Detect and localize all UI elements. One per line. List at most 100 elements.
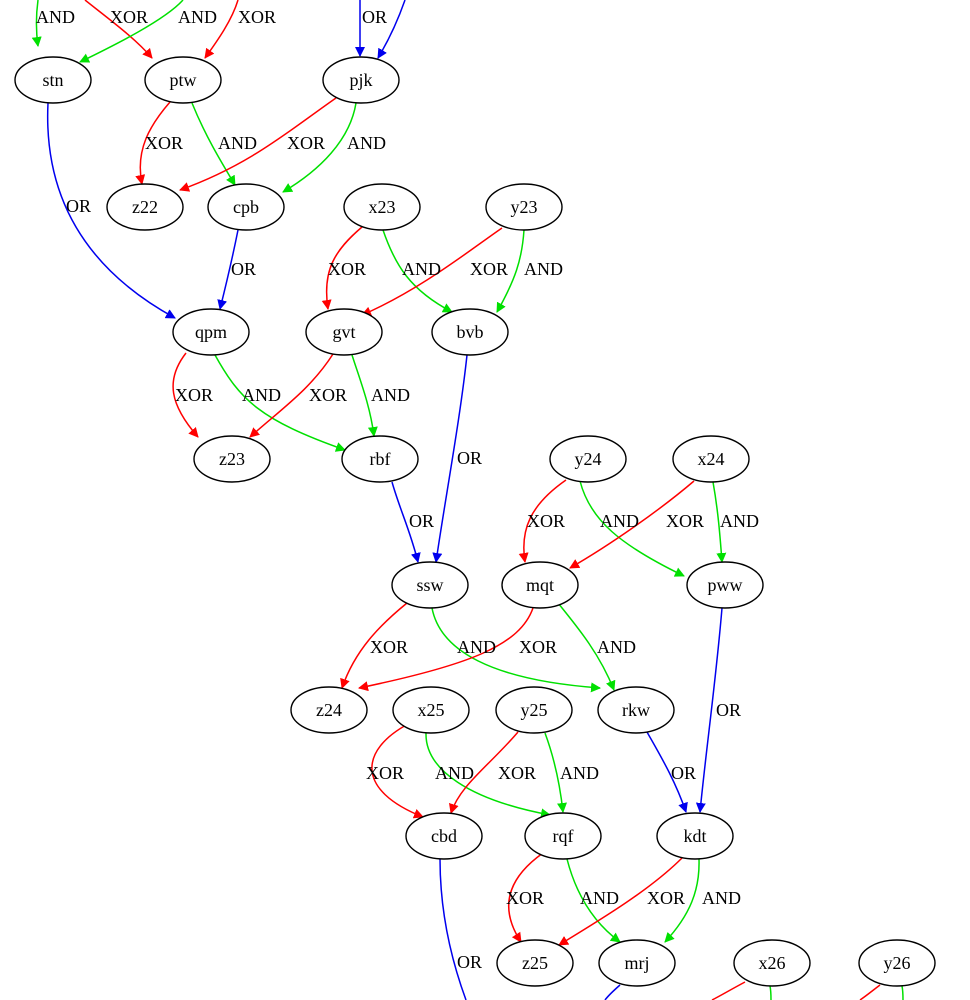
node-ellipse: [391, 561, 469, 609]
edge-in-to-stn-and: [79, 0, 184, 63]
edge-rkw-to-kdt-or: [646, 731, 688, 813]
edge-label-xor: XOR: [527, 511, 565, 531]
node-label: gvt: [332, 322, 355, 342]
node-ellipse: [172, 308, 250, 356]
edge-x25-to-cbd-xor: [371, 723, 424, 819]
edge-stn-to-qpm-or: [46, 102, 176, 319]
edge-label-and: AND: [402, 259, 441, 279]
node-label: y25: [521, 700, 548, 720]
edge-pjk-to-z22-xor: [179, 97, 337, 192]
edge-label-and: AND: [347, 133, 386, 153]
node-ellipse: [686, 561, 764, 609]
edge-label-and: AND: [560, 763, 599, 783]
edge-pww-to-kdt-or: [695, 607, 723, 813]
edge-ssw-to-z24-xor: [340, 602, 408, 689]
edge-label-xor: XOR: [366, 763, 404, 783]
edge-label-and: AND: [242, 385, 281, 405]
edge-x26-to-out-xor: [711, 981, 746, 1000]
node-x25: x25: [392, 686, 470, 734]
edge-label-xor: XOR: [175, 385, 213, 405]
node-z25: z25: [496, 939, 574, 987]
edge-label-or: OR: [231, 259, 256, 279]
node-mqt: mqt: [501, 561, 579, 609]
edge-label-xor: XOR: [506, 888, 544, 908]
node-label: z24: [316, 700, 342, 720]
edge-in-to-stn-and: [31, 0, 42, 47]
node-label: y23: [511, 197, 538, 217]
edge-qpm-to-z23-xor: [172, 352, 199, 438]
edge-y24-to-mqt-xor: [518, 479, 567, 563]
edge-label-or: OR: [66, 196, 91, 216]
node-cbd: cbd: [405, 812, 483, 860]
edge-label-xor: XOR: [145, 133, 183, 153]
node-ellipse: [549, 435, 627, 483]
edge-label-or: OR: [409, 511, 434, 531]
node-z22: z22: [106, 183, 184, 231]
node-ellipse: [672, 435, 750, 483]
node-ellipse: [485, 183, 563, 231]
edge-label-xor: XOR: [370, 637, 408, 657]
edge-label-xor: XOR: [110, 7, 148, 27]
edge-label-xor: XOR: [519, 637, 557, 657]
node-gvt: gvt: [305, 308, 383, 356]
edge-x25-to-rqf-and: [425, 732, 551, 819]
edge-y26-to-out-and: [901, 985, 904, 1000]
edge-label-or: OR: [362, 7, 387, 27]
edge-mrj-to-out-or: [604, 984, 621, 1000]
node-ellipse: [733, 939, 811, 987]
edge-label-or: OR: [457, 448, 482, 468]
edge-label-and: AND: [580, 888, 619, 908]
edge-kdt-to-mrj-and: [664, 858, 700, 943]
edges-layer: [31, 0, 904, 1000]
node-ellipse: [524, 812, 602, 860]
edge-x24-to-pww-and: [712, 481, 727, 563]
node-pww: pww: [686, 561, 764, 609]
edge-label-and: AND: [600, 511, 639, 531]
node-label: rqf: [553, 826, 574, 846]
node-ptw: ptw: [144, 56, 222, 104]
edge-in-to-ptw-xor: [204, 0, 239, 59]
edge-cpb-to-qpm-or: [217, 229, 239, 310]
node-ellipse: [431, 308, 509, 356]
node-label: rkw: [622, 700, 650, 720]
node-y25: y25: [495, 686, 573, 734]
edge-ssw-to-rkw-and: [431, 607, 601, 693]
node-kdt: kdt: [656, 812, 734, 860]
node-y24: y24: [549, 435, 627, 483]
edge-label-and: AND: [597, 637, 636, 657]
edge-label-and: AND: [36, 7, 75, 27]
edge-cbd-to-out-or: [439, 858, 467, 1000]
edge-pjk-to-cpb-and: [282, 102, 357, 193]
edge-label-and: AND: [457, 637, 496, 657]
edge-x24-to-mqt-xor: [569, 480, 695, 569]
node-label: x24: [698, 449, 725, 469]
edge-label-xor: XOR: [287, 133, 325, 153]
node-ellipse: [341, 435, 419, 483]
edge-label-and: AND: [371, 385, 410, 405]
edge-rqf-to-z25-xor: [507, 852, 544, 943]
node-ellipse: [501, 561, 579, 609]
edge-label-and: AND: [178, 7, 217, 27]
edge-label-or: OR: [716, 700, 741, 720]
node-label: cbd: [431, 826, 457, 846]
node-ellipse: [598, 939, 676, 987]
edge-mqt-to-z24-xor: [358, 607, 534, 692]
node-ellipse: [193, 435, 271, 483]
node-label: mrj: [625, 953, 650, 973]
edge-gvt-to-z23-xor: [249, 353, 334, 438]
node-label: rbf: [370, 449, 391, 469]
edge-gvt-to-rbf-and: [351, 354, 378, 437]
node-ellipse: [207, 183, 285, 231]
node-y26: y26: [858, 939, 936, 987]
node-bvb: bvb: [431, 308, 509, 356]
edge-label-and: AND: [720, 511, 759, 531]
node-label: y24: [575, 449, 602, 469]
edge-label-or: OR: [457, 952, 482, 972]
node-label: cpb: [233, 197, 259, 217]
node-label: z25: [522, 953, 548, 973]
node-x23: x23: [343, 183, 421, 231]
node-label: stn: [42, 70, 63, 90]
edge-rbf-to-ssw-or: [391, 481, 421, 563]
node-label: pww: [708, 575, 743, 595]
